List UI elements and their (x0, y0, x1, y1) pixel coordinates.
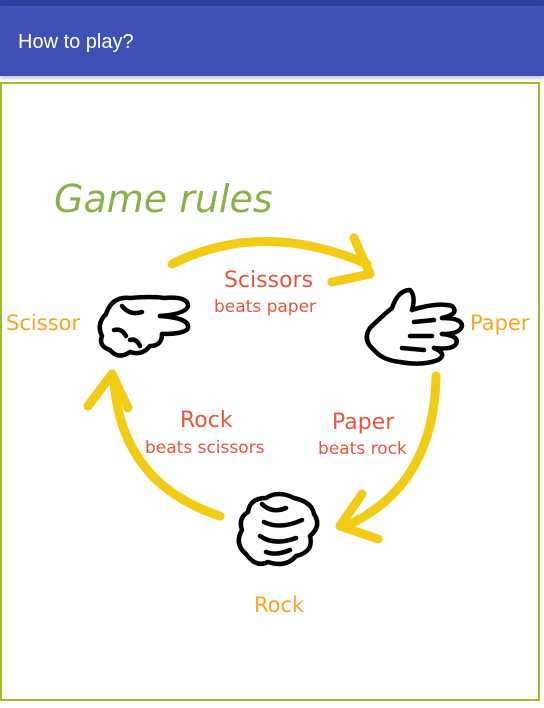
game-rules-heading: Game rules (54, 177, 273, 221)
rules-panel: Game rules (0, 82, 540, 701)
paper-rule-detail: beats rock (318, 439, 407, 459)
rock-to-scissor-arrow (109, 377, 225, 521)
scissor-label: Scissor (6, 311, 80, 335)
app-bar: How to play? (0, 6, 544, 76)
scissors-hand-icon (97, 294, 191, 358)
rock-rule-detail: beats scissors (145, 438, 265, 458)
scissors-to-paper-arrowhead (327, 233, 375, 287)
paper-rule-title: Paper (332, 410, 395, 435)
rock-fist-icon (236, 491, 320, 567)
scissors-rule-detail: beats paper (214, 297, 316, 317)
status-bar (0, 0, 544, 6)
paper-label: Paper (470, 311, 530, 335)
rock-label: Rock (254, 593, 305, 617)
rock-to-scissor-arrowhead (83, 369, 133, 413)
app-bar-title: How to play? (18, 31, 134, 53)
scissors-to-paper-arrow (167, 237, 372, 269)
scissors-rule-title: Scissors (224, 268, 313, 293)
rules-diagram: Game rules (6, 177, 530, 617)
paper-to-rock-arrowhead (335, 489, 383, 544)
paper-hand-icon (364, 287, 465, 366)
paper-to-rock-arrow (345, 371, 441, 529)
rock-rule-title: Rock (180, 408, 233, 433)
